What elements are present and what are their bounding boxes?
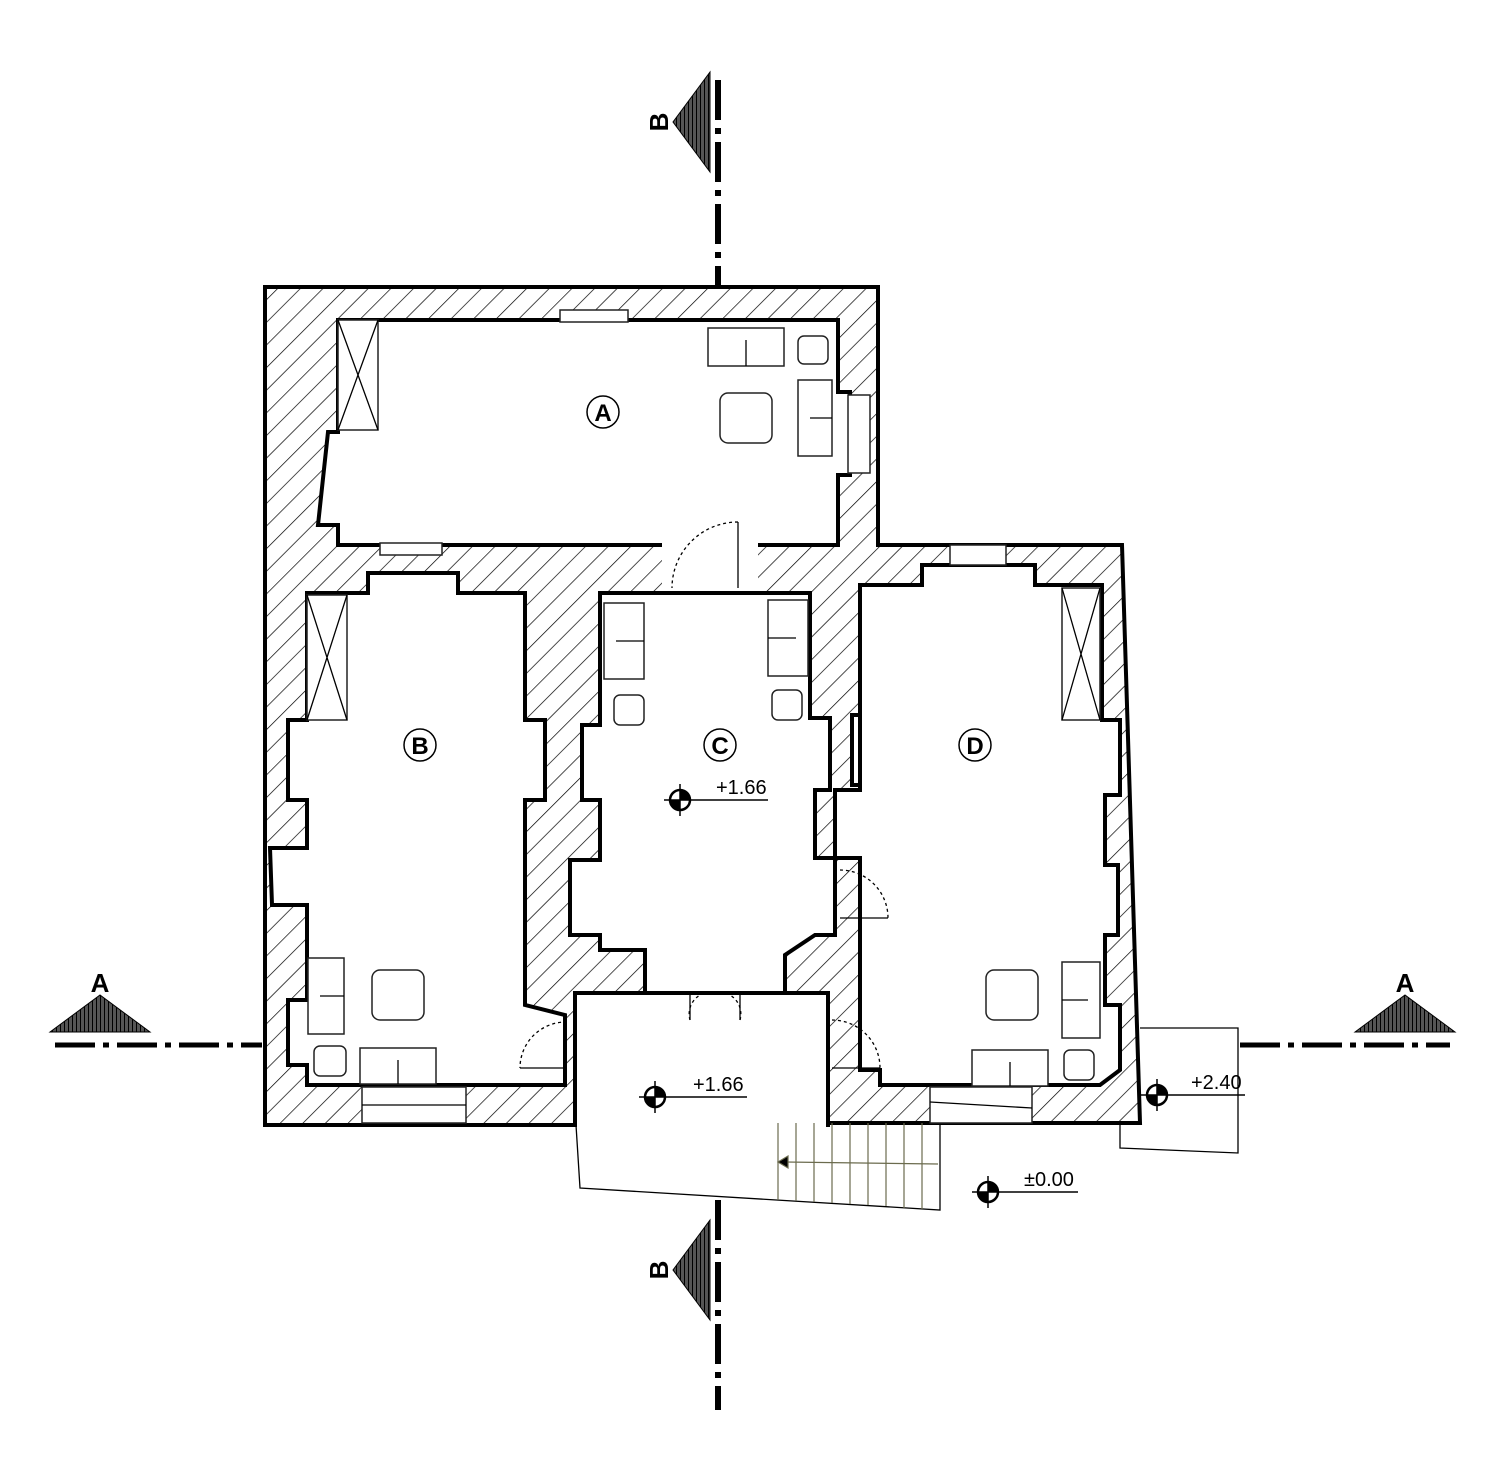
svg-text:D: D bbox=[966, 733, 983, 760]
svg-text:B: B bbox=[411, 733, 428, 760]
section-a-right-arrow bbox=[1353, 994, 1457, 1033]
section-a-left-label: A bbox=[91, 968, 110, 998]
elevation-marker-entrance: +1.66 bbox=[639, 1074, 747, 1113]
room-label-c: C bbox=[703, 728, 737, 762]
elevation-marker-terrace: +2.40 bbox=[1141, 1072, 1245, 1111]
svg-text:+2.40: +2.40 bbox=[1191, 1072, 1242, 1094]
section-b-top-arrow bbox=[672, 70, 711, 174]
section-b-bottom-arrow bbox=[672, 1218, 711, 1322]
room-d-floor bbox=[833, 563, 1122, 1087]
section-a-left-arrow bbox=[48, 994, 152, 1033]
passage-a-c bbox=[662, 543, 758, 595]
section-a-right-label: A bbox=[1396, 968, 1415, 998]
entrance-vestibule bbox=[573, 991, 830, 1127]
windows bbox=[361, 309, 1033, 1124]
svg-text:+1.66: +1.66 bbox=[693, 1074, 744, 1096]
doors bbox=[519, 521, 889, 1069]
right-terrace bbox=[1119, 1027, 1239, 1154]
stairs bbox=[776, 1123, 939, 1209]
room-label-d: D bbox=[958, 728, 992, 762]
elevation-marker-room-c: +1.66 bbox=[664, 777, 768, 816]
entrance-landing bbox=[575, 1124, 941, 1211]
svg-text:±0.00: ±0.00 bbox=[1024, 1169, 1074, 1191]
room-label-a: A bbox=[586, 395, 620, 429]
elevation-marker-ground: ±0.00 bbox=[972, 1169, 1078, 1208]
section-b-bottom-label: B bbox=[644, 1261, 674, 1280]
room-label-b: B bbox=[403, 728, 437, 762]
svg-text:+1.66: +1.66 bbox=[716, 777, 767, 799]
svg-text:C: C bbox=[711, 733, 728, 760]
section-b-top-label: B bbox=[644, 113, 674, 132]
svg-text:A: A bbox=[594, 400, 611, 427]
furniture bbox=[307, 327, 1101, 1087]
wardrobes bbox=[306, 319, 1101, 721]
room-a-floor bbox=[315, 318, 852, 547]
